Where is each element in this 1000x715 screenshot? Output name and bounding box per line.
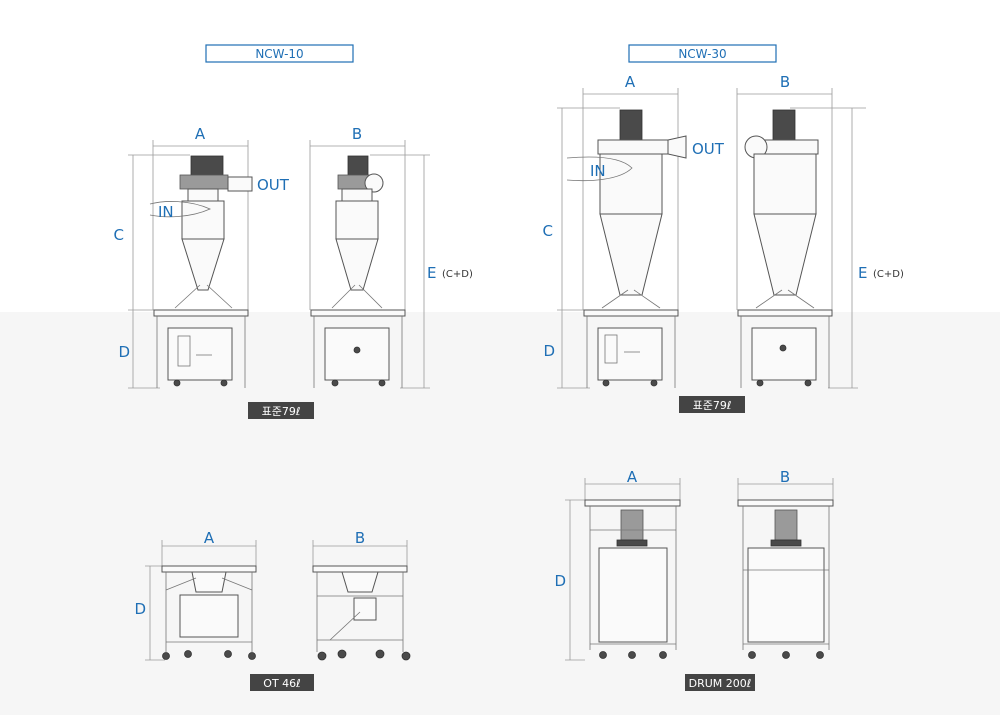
tag-ncw10-standard-text: 표준79ℓ bbox=[262, 405, 301, 418]
drum200-front-view: A D bbox=[554, 468, 681, 661]
drum200-side-view: B bbox=[737, 468, 834, 659]
dim-label-c: C bbox=[114, 226, 124, 244]
port-in-label-30: IN bbox=[590, 162, 606, 180]
tag-drum200-text: DRUM 200ℓ bbox=[689, 677, 752, 690]
dim-label-b-drum: B bbox=[780, 468, 790, 486]
ncw30-front-view: A C D OUT IN bbox=[543, 73, 725, 389]
tag-ot46-text: OT 46ℓ bbox=[263, 677, 300, 690]
dim-label-c-30: C bbox=[543, 222, 553, 240]
dim-label-e: E bbox=[427, 264, 436, 282]
dim-label-d-drum: D bbox=[554, 572, 566, 590]
ncw10-front-view: A C D OUT IN bbox=[114, 125, 290, 389]
title-ncw30-text: NCW-30 bbox=[678, 47, 726, 61]
dim-label-b: B bbox=[352, 125, 362, 143]
dim-label-d-30: D bbox=[543, 342, 555, 360]
port-out-label: OUT bbox=[257, 176, 290, 194]
dim-label-a-ot: A bbox=[204, 529, 215, 547]
tag-drum200: DRUM 200ℓ bbox=[685, 674, 755, 691]
tag-ot46: OT 46ℓ bbox=[250, 674, 314, 691]
tag-ncw30-standard-text: 표준79ℓ bbox=[693, 399, 732, 412]
title-ncw30: NCW-30 bbox=[628, 44, 777, 63]
dim-label-d-ot: D bbox=[134, 600, 146, 618]
dim-label-d: D bbox=[118, 343, 130, 361]
dim-label-a-30: A bbox=[625, 73, 636, 91]
dim-label-e-note-30: (C+D) bbox=[873, 269, 904, 280]
port-out-label-30: OUT bbox=[692, 140, 725, 158]
dim-label-a-drum: A bbox=[627, 468, 638, 486]
tag-ncw30-standard: 표준79ℓ bbox=[679, 396, 745, 413]
dim-label-a: A bbox=[195, 125, 206, 143]
ot46-front-view: A D bbox=[134, 529, 257, 661]
title-ncw10-text: NCW-10 bbox=[255, 47, 303, 61]
port-in-label: IN bbox=[158, 203, 174, 221]
ot46-side-view: B bbox=[312, 529, 411, 661]
dim-label-b-ot: B bbox=[355, 529, 365, 547]
ncw30-side-view: B E (C+D) bbox=[736, 73, 904, 389]
dim-label-e-30: E bbox=[858, 264, 867, 282]
dim-label-e-note: (C+D) bbox=[442, 269, 473, 280]
ncw10-side-view: B E (C+D) bbox=[309, 125, 473, 389]
tag-ncw10-standard: 표준79ℓ bbox=[248, 402, 314, 419]
dim-label-b-30: B bbox=[780, 73, 790, 91]
title-ncw10: NCW-10 bbox=[205, 44, 354, 63]
